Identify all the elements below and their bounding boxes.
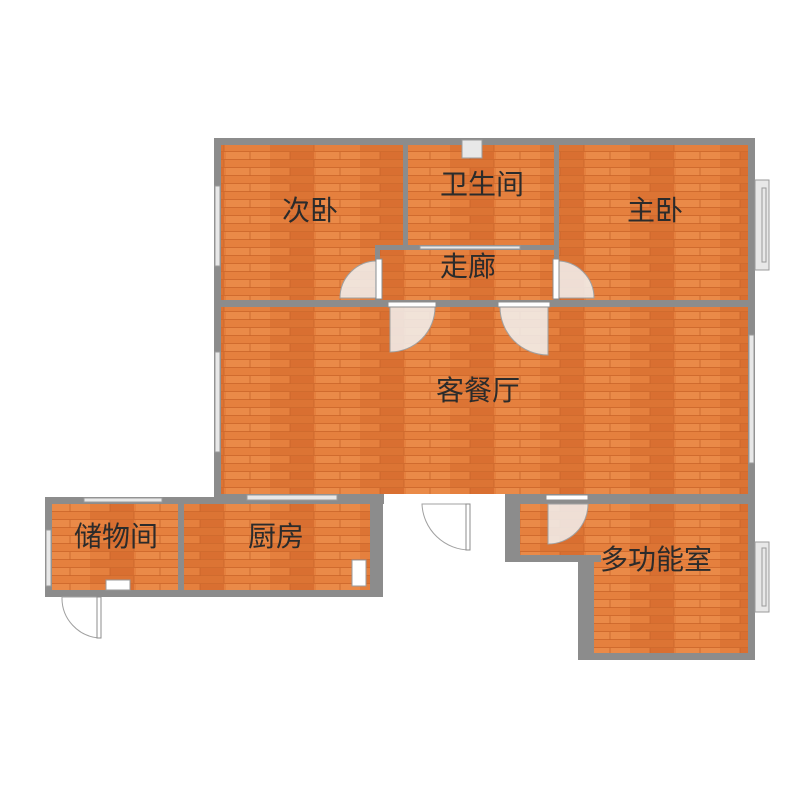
floor-kitchen <box>184 504 370 590</box>
room-labels: 次卧 卫生间 主卧 走廊 客餐厅 储物间 厨房 多功能室 <box>74 168 712 576</box>
window-multi-bay-inner <box>761 547 767 607</box>
window-storage-top <box>83 497 163 503</box>
label-kitchen: 厨房 <box>248 520 304 553</box>
kitchen-fixture <box>351 559 367 587</box>
floor-living-dining <box>221 307 748 494</box>
window-living-left <box>214 351 221 453</box>
doors <box>61 258 595 639</box>
floor-storage <box>52 504 178 590</box>
label-living-dining: 客餐厅 <box>436 374 520 407</box>
door-storage <box>61 596 102 639</box>
storage-fixture <box>105 579 131 591</box>
floor-master-bedroom <box>559 145 748 300</box>
door-master-bedroom <box>552 258 595 300</box>
door-second-bedroom <box>339 258 383 300</box>
window-kitchen-top <box>246 494 338 501</box>
floors <box>52 145 748 653</box>
windows <box>45 139 770 613</box>
door-entrance <box>421 503 471 551</box>
label-master-bedroom: 主卧 <box>627 194 683 227</box>
label-storage: 储物间 <box>74 520 158 553</box>
door-multi-function <box>545 494 589 545</box>
bathroom-vent <box>461 139 483 159</box>
label-multi-function: 多功能室 <box>600 543 712 576</box>
label-corridor: 走廊 <box>440 250 496 283</box>
door-living-right <box>497 301 551 356</box>
window-storage-left <box>45 529 52 587</box>
floor-bathroom <box>408 145 554 245</box>
floor-multi-function <box>520 504 748 653</box>
label-bathroom: 卫生间 <box>440 168 524 201</box>
floor-corridor <box>380 250 556 300</box>
window-master-bay-inner <box>761 187 767 263</box>
door-living-left <box>387 301 437 353</box>
window-living-right <box>748 334 755 464</box>
window-second-bedroom <box>214 185 221 267</box>
label-second-bedroom: 次卧 <box>282 194 338 227</box>
corridor-window <box>419 245 521 250</box>
